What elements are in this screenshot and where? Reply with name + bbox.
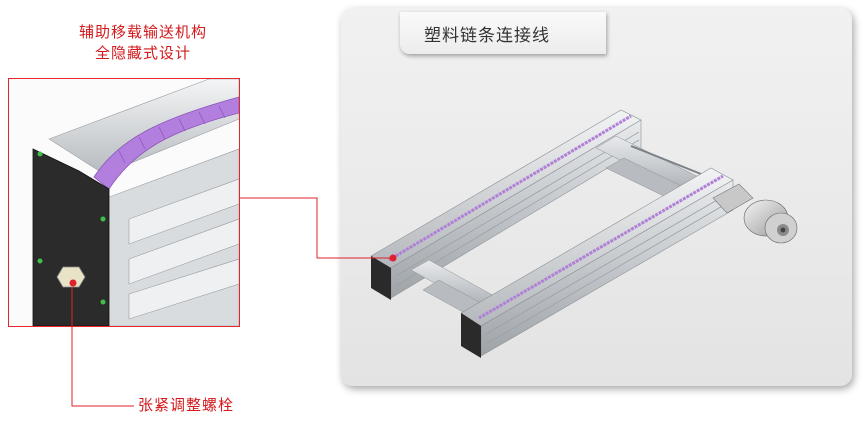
- panel-title-tab: 塑料链条连接线: [400, 12, 606, 54]
- auxiliary-transfer-callout: 辅助移载输送机构 全隐藏式设计: [38, 22, 248, 64]
- detail-zoom-box: [8, 78, 240, 327]
- bolt-marker: [69, 279, 77, 287]
- drive-motor: [712, 183, 798, 244]
- rear-end-cap: [371, 256, 391, 300]
- conveyor-illustration: [370, 109, 798, 358]
- callout-line-2: 全隐藏式设计: [94, 44, 191, 62]
- front-chain: [478, 174, 724, 320]
- front-end-cap: [461, 313, 481, 358]
- detail-illustration: [32, 79, 239, 326]
- end-plate: [32, 148, 110, 326]
- main-image-panel: [341, 8, 852, 386]
- rear-chain: [388, 114, 632, 262]
- panel-title: 塑料链条连接线: [424, 26, 550, 46]
- callout-marker: [389, 254, 397, 262]
- front-rail: [460, 167, 734, 358]
- callout-line-1: 辅助移载输送机构: [78, 23, 207, 41]
- tension-bolt-callout: 张紧调整螺栓: [138, 396, 235, 414]
- rear-rail: [370, 109, 642, 300]
